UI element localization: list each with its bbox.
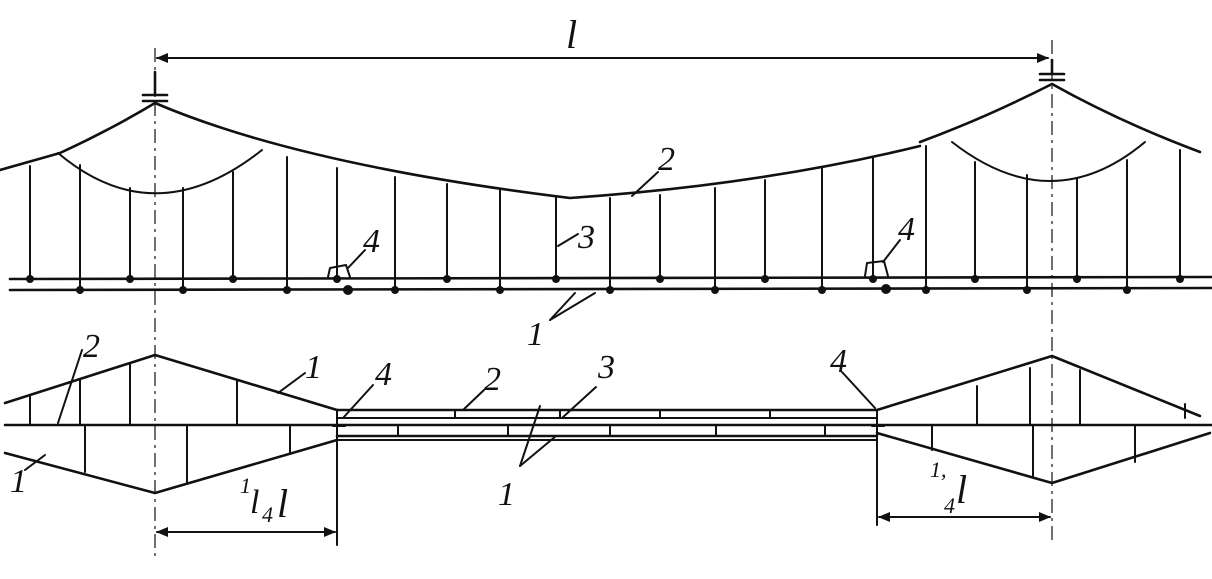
label-contact-wire-bottom-left: 2 (83, 328, 100, 365)
label-junction-top-right: 4 (898, 211, 915, 248)
fraction-left-slash: l (250, 484, 259, 521)
label-messenger-bottom-center: 1 (498, 476, 515, 513)
zigzag-lower-left (3, 438, 339, 495)
junction-mark-right (871, 409, 885, 441)
label-messenger-bottom-far-left: 1 (10, 463, 27, 500)
fraction-right-var: l (956, 467, 967, 512)
label-dropper-bottom-center: 3 (597, 349, 615, 386)
label-dropper-top: 3 (577, 219, 595, 256)
label-contact-wire-top: 2 (658, 141, 675, 178)
fraction-left-num: 1 (240, 473, 251, 498)
stitch-wire-left (57, 149, 263, 195)
zigzag-upper-left (3, 353, 339, 412)
junction-clamp-top-left (327, 264, 353, 295)
fraction-left-var: l (277, 481, 288, 526)
zigzag-lower-right (875, 431, 1212, 485)
messenger-wire-main (0, 101, 922, 200)
label-junction-bottom-right: 4 (830, 343, 847, 380)
zigzag-upper-right (875, 354, 1202, 418)
label-junction-bottom-left: 4 (375, 356, 392, 393)
span-label: l (566, 12, 577, 57)
fraction-left-den: 4 (262, 502, 273, 527)
label-messenger-top: 1 (527, 316, 544, 353)
droppers (29, 145, 1181, 291)
label-junction-top-left: 4 (363, 223, 380, 260)
messenger-wire-right (918, 82, 1202, 154)
junction-clamp-top-right (864, 260, 891, 294)
insulator-right (1038, 58, 1066, 82)
dropper-clamps (26, 275, 1184, 294)
stitch-wire-right (951, 141, 1146, 182)
junction-mark-left (332, 409, 346, 441)
plan-ticks (29, 363, 1186, 485)
insulator-left (141, 70, 169, 103)
fraction-right-num: 1, (930, 457, 947, 482)
label-contact-wire-bottom-center: 2 (484, 361, 501, 398)
label-messenger-bottom-left: 1 (305, 349, 322, 386)
fraction-right-den: 4 (944, 493, 955, 518)
